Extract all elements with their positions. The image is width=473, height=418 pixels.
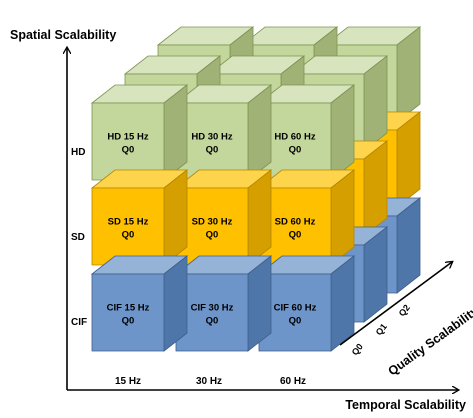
cube-quality-sd-15hz: Q0 [122,230,135,241]
quality-axis-line [339,262,452,346]
cube-cif-30hz-q0: CIF 30 Hz Q0 [174,255,273,352]
quality-label-q2: Q2 [397,303,412,319]
cube-label-sd-30hz: SD 30 Hz [192,217,233,228]
cube-quality-cif-15hz: Q0 [122,316,135,327]
cube-label-sd-15hz: SD 15 Hz [108,217,149,228]
cube-quality-sd-30hz: Q0 [206,230,219,241]
cube-label-cif-30hz: CIF 30 Hz [191,303,234,314]
cube-quality-cif-30hz: Q0 [206,316,219,327]
cube-label-cif-15hz: CIF 15 Hz [107,303,150,314]
cube-label-sd-60hz: SD 60 Hz [275,217,316,228]
cube-cif-60hz-q0: CIF 60 Hz Q0 [257,255,356,352]
cube-quality-sd-60hz: Q0 [289,230,302,241]
cube-label-hd-30hz: HD 30 Hz [191,132,232,143]
quality-label-q1: Q1 [374,322,389,338]
cube-sd-15hz-q0: SD 15 Hz Q0 [90,169,189,266]
cube-hd-15hz-q0: HD 15 Hz Q0 [90,84,189,181]
cube-grid: HD 60 Hz Q0 HD 30 Hz Q0 HD 15 Hz Q0 SD 60 Hz Q0… [90,26,422,352]
row-label-hd: HD [71,147,85,158]
row-label-sd: SD [71,232,85,243]
cube-cif-15hz-q0: CIF 15 Hz Q0 [90,255,189,352]
spatial-axis-title: Spatial Scalability [10,28,116,42]
cube-hd-30hz-q0: HD 30 Hz Q0 [174,84,273,181]
cube-quality-hd-30hz: Q0 [206,145,219,156]
cube-label-hd-60hz: HD 60 Hz [274,132,315,143]
col-label-15hz: 15 Hz [115,376,141,387]
col-label-30hz: 30 Hz [196,376,222,387]
cube-cif-15hz-q0-front-face [91,273,165,352]
col-label-60hz: 60 Hz [280,376,306,387]
quality-axis-title: Quality Scalability [386,304,473,379]
quality-label-q0: Q0 [350,342,365,358]
row-label-cif: CIF [71,317,87,328]
temporal-axis-title: Temporal Scalability [345,398,466,412]
cube-quality-hd-60hz: Q0 [289,145,302,156]
cube-label-cif-60hz: CIF 60 Hz [274,303,317,314]
cube-label-hd-15hz: HD 15 Hz [107,132,148,143]
cube-hd-60hz-q0: HD 60 Hz Q0 [257,84,356,181]
cube-sd-30hz-q0: SD 30 Hz Q0 [174,169,273,266]
cube-quality-hd-15hz: Q0 [122,145,135,156]
cube-sd-60hz-q0: SD 60 Hz Q0 [257,169,356,266]
cube-quality-cif-60hz: Q0 [289,316,302,327]
